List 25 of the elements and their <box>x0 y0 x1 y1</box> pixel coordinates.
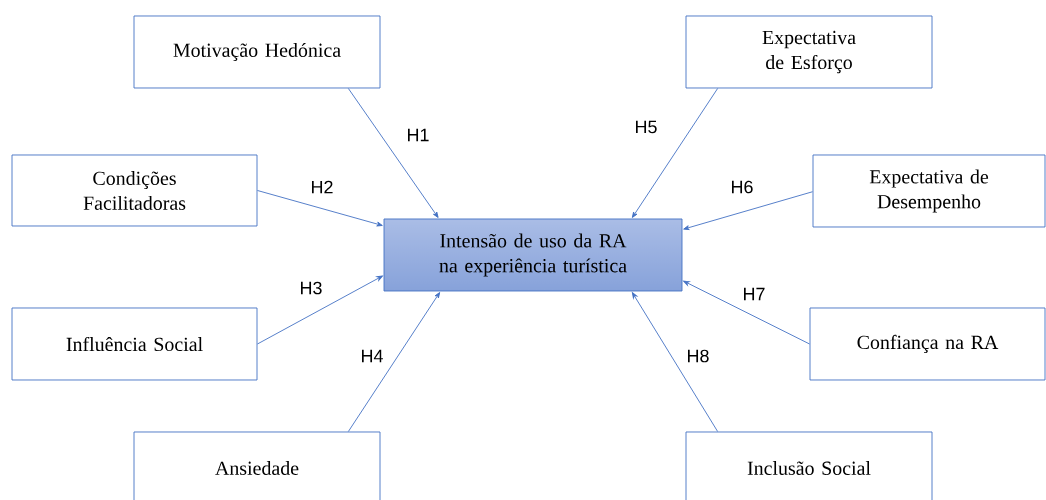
construct-box: Expectativa de Esforço <box>685 15 933 89</box>
construct-box: Motivação Hedónica <box>133 15 381 89</box>
edge-label: H5 <box>633 119 659 135</box>
edge-label: H4 <box>359 348 385 364</box>
construct-box: Confiança na RA <box>809 307 1046 381</box>
edge-label: H1 <box>405 127 431 143</box>
edge-label: H3 <box>298 280 324 296</box>
edge-label: H2 <box>309 179 335 195</box>
arrow <box>683 280 810 345</box>
arrow <box>683 191 813 230</box>
arrow <box>631 88 719 218</box>
edge-label: H7 <box>741 286 767 302</box>
construct-box: Expectativa de Desempenho <box>812 154 1046 228</box>
edge-label: H6 <box>729 179 755 195</box>
central-box: Intensão de uso da RA na experiência turística <box>383 218 683 292</box>
construct-box: Ansiedade <box>133 431 381 500</box>
arrow <box>257 190 383 227</box>
arrow <box>347 292 441 432</box>
construct-box: Inclusão Social <box>685 431 933 500</box>
edge-label: H8 <box>685 348 711 364</box>
arrow <box>631 292 719 432</box>
arrow <box>347 88 439 218</box>
construct-box: Influência Social <box>11 307 258 381</box>
arrow <box>257 275 383 345</box>
construct-box: Condições Facilitadoras <box>11 154 258 227</box>
